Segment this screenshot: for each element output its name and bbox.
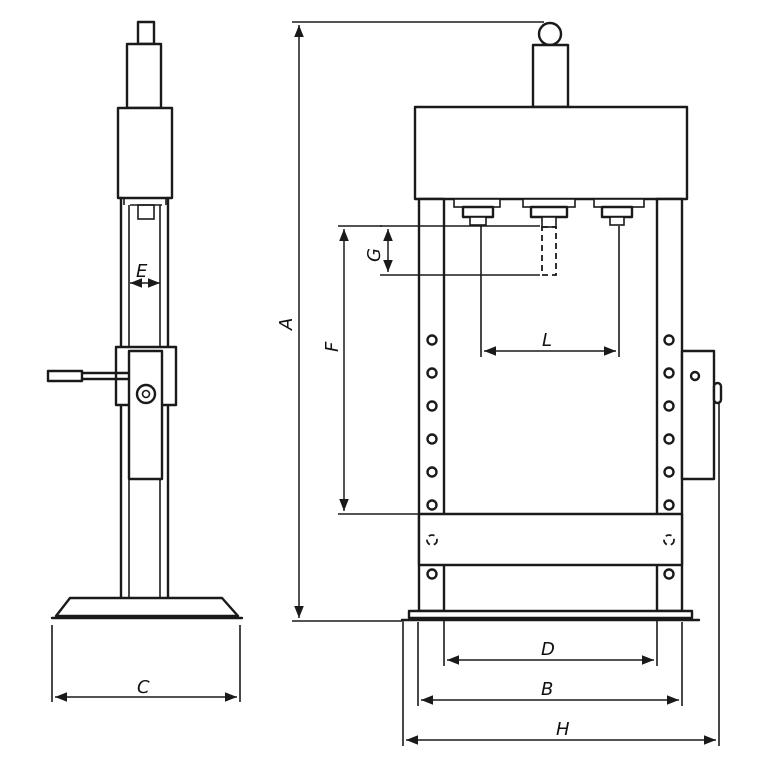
- label-B: B: [541, 679, 553, 700]
- side-view: E C: [46, 20, 244, 702]
- side-base: [54, 596, 240, 618]
- side-pump-knob: [135, 383, 157, 405]
- front-pump-box: [680, 349, 716, 481]
- label-F: F: [322, 341, 343, 352]
- side-top-rod: [136, 20, 156, 46]
- front-view: L G F A D B H: [276, 21, 723, 746]
- front-pump-handle: [712, 381, 723, 405]
- front-ram-tools: [453, 198, 645, 276]
- front-base-plate: [407, 609, 694, 620]
- label-L: L: [542, 330, 552, 351]
- side-cylinder: [125, 42, 163, 110]
- label-G: G: [364, 248, 385, 262]
- front-head-block: [413, 105, 689, 201]
- label-D: D: [541, 639, 555, 660]
- front-cylinder-cap: [537, 21, 563, 47]
- label-E: E: [136, 261, 148, 282]
- side-pump-body: [127, 349, 164, 481]
- side-lever-grip: [46, 369, 84, 383]
- left-column-holes: [426, 334, 438, 580]
- front-cylinder: [531, 43, 570, 109]
- label-H: H: [556, 719, 570, 740]
- side-ram: [137, 204, 155, 220]
- side-head-block: [116, 106, 174, 200]
- right-column-holes: [663, 334, 675, 580]
- label-A: A: [276, 318, 297, 331]
- label-C: C: [137, 677, 150, 698]
- front-cross-beam: [417, 512, 684, 567]
